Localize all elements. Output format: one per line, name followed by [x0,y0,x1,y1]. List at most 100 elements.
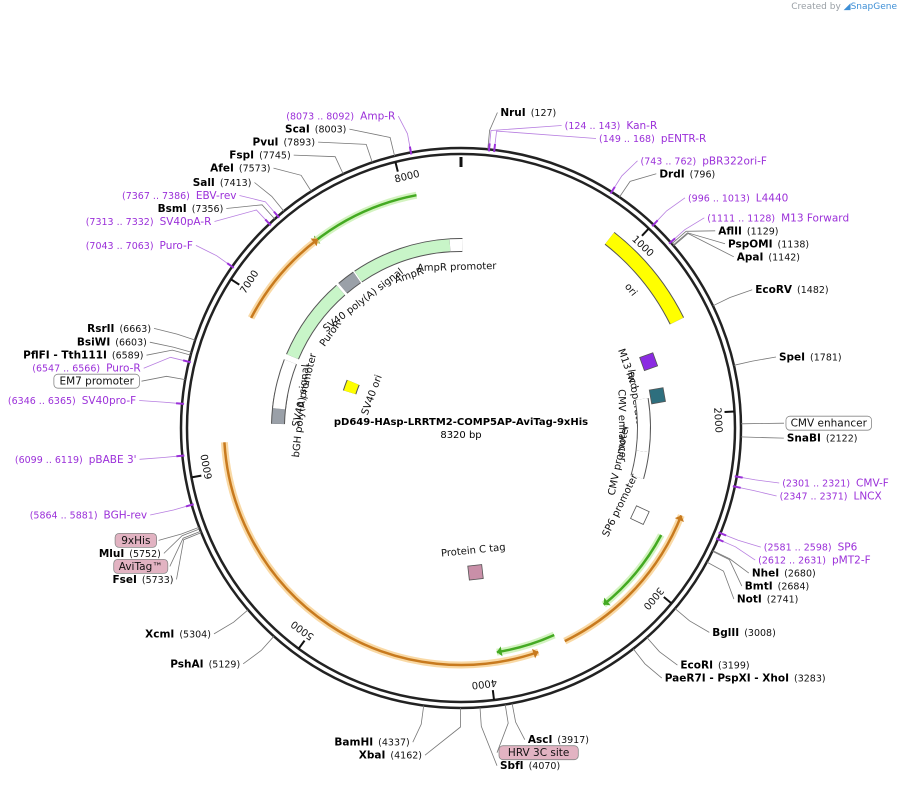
feature-block[interactable] [467,564,484,581]
leader-line [720,532,761,548]
feature-arc[interactable] [338,272,361,293]
leader-line [487,112,498,150]
plasmid-length: 8320 bp [440,430,481,441]
feature-callout-box[interactable] [114,533,157,548]
enzyme-name: EcoRV [755,284,793,296]
primer-label[interactable]: (2581 .. 2598)SP6 [764,542,858,554]
primer-label[interactable]: (6346 .. 6365)SV40pro-F [8,395,136,407]
enzyme-site-label[interactable]: MluI(5752) [99,548,161,560]
enzyme-position: (1138) [778,239,810,250]
primer-label[interactable]: (1111 .. 1128)M13 Forward [707,212,849,224]
enzyme-position: (7356) [192,204,224,215]
feature-arc[interactable] [343,380,359,395]
arc-halo [248,236,320,320]
enzyme-position: (8003) [315,125,347,136]
feature-label: Protein C tag [441,542,507,559]
primer-label[interactable]: (7043 .. 7063)Puro-F [86,240,193,252]
feature-block[interactable] [630,505,650,525]
primer-label[interactable]: (6099 .. 6119)pBABE 3' [15,454,137,466]
leader-line [176,532,202,580]
primer-site-mark [609,186,616,195]
feature-callout-box[interactable] [113,559,169,574]
enzyme-site-label[interactable]: BamHI(4337) [334,737,409,749]
enzyme-site-label[interactable]: NruI(127) [500,107,556,119]
feature-arc[interactable] [354,239,451,282]
enzyme-site-label[interactable]: EcoRI(3199) [680,660,749,672]
feature-arc[interactable] [631,450,649,479]
enzyme-position: (2122) [826,434,858,445]
enzyme-site-label[interactable]: SnaBI(2122) [787,433,858,445]
primer-label[interactable]: (7313 .. 7332)SV40pA-R [86,216,212,228]
leader-line [673,233,734,258]
enzyme-site-label[interactable]: EcoRV(1482) [755,284,828,296]
enzyme-site-label[interactable]: BmtI(2684) [745,581,809,593]
feature-block[interactable] [639,352,659,372]
enzyme-site-label[interactable]: RsrII(6663) [87,323,151,335]
leader-line [149,341,192,353]
primer-label[interactable]: (124 .. 143)Kan-R [565,120,658,132]
leader-line [488,125,562,150]
enzyme-name: FseI [112,574,136,586]
enzyme-site-label[interactable]: AfeI(7573) [210,163,270,175]
primer-label[interactable]: (2612 .. 2631)pMT2-F [758,555,871,567]
enzyme-site-label[interactable]: SbfI(4070) [500,760,560,772]
enzyme-position: (1129) [747,226,779,237]
feature-arc[interactable] [605,232,684,325]
primer-site-mark [718,531,727,537]
enzyme-site-label[interactable]: PflFI - Tth111I(6589) [23,350,143,362]
enzyme-site-label[interactable]: XcmI(5304) [145,628,211,640]
enzyme-position: (3199) [718,661,750,672]
primer-label[interactable]: (2301 .. 2321)CMV-F [782,478,889,490]
translation-arc [602,534,663,606]
primer-label[interactable]: (996 .. 1013)L4440 [688,192,788,204]
arc-arrowhead [532,648,539,659]
enzyme-site-label[interactable]: AflII(1129) [718,225,778,237]
feature-callout-box[interactable] [498,745,579,761]
primer-label[interactable]: (7367 .. 7386)EBV-rev [122,190,237,202]
feature-arc[interactable] [635,398,650,453]
enzyme-site-label[interactable]: ApaI(1142) [737,251,800,263]
enzyme-site-label[interactable]: BglII(3008) [712,627,776,639]
enzyme-name: PspOMI [728,238,773,250]
enzyme-site-label[interactable]: BsiWI(6603) [77,337,147,349]
primer-label[interactable]: (149 .. 168)pENTR-R [599,133,706,145]
snapgene-logo-icon: ◢ [843,2,851,12]
enzyme-site-label[interactable]: PspOMI (1138) [728,238,809,250]
tick-label: 7000 [238,269,261,296]
primer-name: M13 Forward [781,212,849,224]
primer-label[interactable]: (2347 .. 2371)LNCX [780,491,882,503]
feature-callout-box[interactable] [785,415,872,431]
leader-line [740,436,784,439]
enzyme-site-label[interactable]: PaeR7I - PspXI - XhoI(3283) [665,673,826,685]
primer-label[interactable]: (8073 .. 8092)Amp-R [286,111,395,123]
primer-label[interactable]: (6547 .. 6566)Puro-R [32,363,140,375]
arc-arrowhead [603,597,611,606]
tick-mark [724,410,735,414]
enzyme-name: FspI [229,150,254,162]
enzyme-site-label[interactable]: PvuI(7893) [253,137,316,149]
enzyme-site-label[interactable]: DrdI(796) [659,168,715,180]
enzyme-site-label[interactable]: SpeI(1781) [779,352,842,364]
arc-arrowhead [674,515,685,522]
enzyme-position: (5733) [142,575,174,586]
enzyme-site-label[interactable]: XbaI(4162) [359,750,422,762]
enzyme-site-label[interactable]: BsmI(7356) [158,203,224,215]
feature-arc[interactable] [273,359,297,410]
enzyme-site-label[interactable]: AscI(3917) [528,734,589,746]
feature-arc[interactable] [286,285,345,360]
enzyme-site-label[interactable]: ScaI(8003) [285,124,346,136]
primer-label[interactable]: (743 .. 762)pBR322ori-F [641,155,767,167]
enzyme-site-label[interactable]: SalI(7413) [193,177,252,189]
enzyme-site-label[interactable]: PshAI(5129) [170,658,240,670]
enzyme-site-label[interactable]: NheI(2680) [752,568,816,580]
backbone-outer-ring [179,146,743,710]
feature-block[interactable] [648,387,666,405]
enzyme-site-label[interactable]: FspI(7745) [229,150,290,162]
enzyme-site-label[interactable]: FseI (5733) [112,574,173,586]
enzyme-name: NheI [752,568,779,580]
primer-label[interactable]: (5864 .. 5881)BGH-rev [30,509,147,521]
feature-callout-box[interactable] [53,373,140,389]
snapgene-credit[interactable]: Created by ◢SnapGene [791,2,897,12]
primer-range: (6346 .. 6365) [8,396,76,407]
enzyme-site-label[interactable]: NotI(2741) [737,594,799,606]
